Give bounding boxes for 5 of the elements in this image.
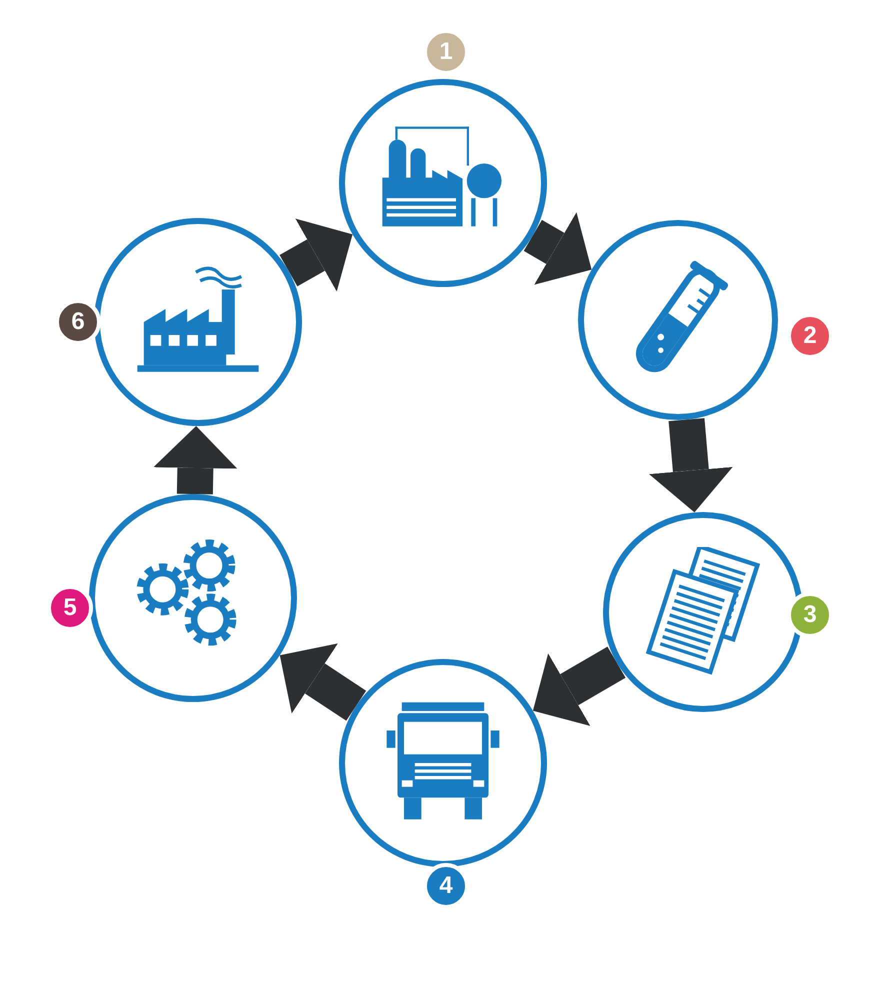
arrow (532, 646, 626, 726)
arrow (649, 418, 733, 512)
arrow (280, 643, 366, 721)
arrow (153, 426, 238, 494)
arrow (280, 218, 353, 292)
